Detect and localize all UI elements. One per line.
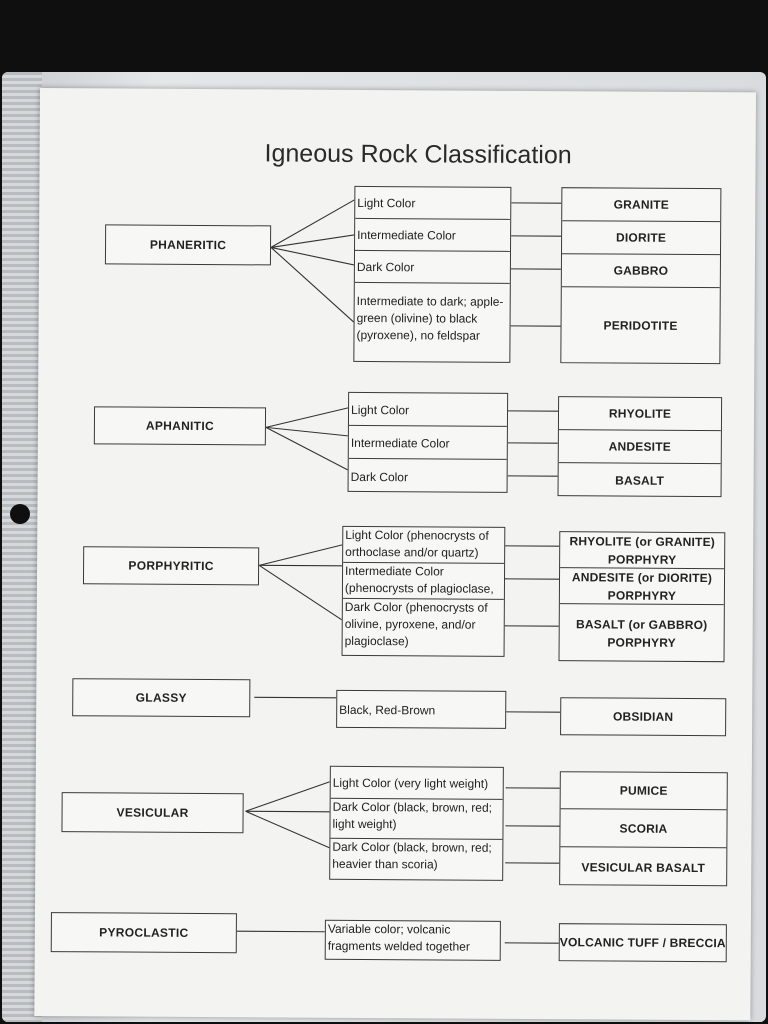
texture-aphanitic: APHANITIC (93, 406, 267, 446)
page-title: Igneous Rock Classification (264, 139, 572, 170)
worksheet-page: Igneous Rock Classification (34, 88, 756, 1021)
texture-pyroclastic: PYROCLASTIC (50, 912, 237, 954)
description-cell: Dark Color (354, 250, 511, 284)
description-cell: Light Color (355, 186, 511, 220)
rock-name-cell: SCORIA (560, 809, 727, 849)
description-pyroclastic: Variable color; volcanic fragments welde… (324, 919, 501, 961)
rock-obsidian: OBSIDIAN (560, 697, 727, 737)
rock-name-cell: BASALT (615, 473, 665, 488)
rock-name-cell: ANDESITE (558, 430, 721, 465)
description-glassy: Black, Red-Brown (336, 689, 507, 729)
rock-name-cell: GABBRO (561, 254, 720, 289)
rock-stack-phaneritic: GRANITE DIORITE GABBRO PERIDOTITE (560, 187, 722, 365)
texture-label: VESICULAR (116, 805, 189, 820)
description-stack-porphyritic: Light Color (phenocrysts of orthoclase a… (341, 525, 506, 657)
description-cell: Light Color (very light weight) (330, 766, 503, 800)
description-cell: Black, Red-Brown (339, 702, 436, 717)
texture-label: PORPHYRITIC (128, 558, 214, 574)
texture-label: PHANERITIC (149, 237, 227, 253)
rock-name-cell: DIORITE (561, 221, 721, 256)
rock-stack-aphanitic: RHYOLITE ANDESITE BASALT (557, 396, 723, 498)
description-cell: Intermediate Color (phenocrysts of plagi… (342, 562, 505, 600)
binder-hole-bottom (10, 504, 30, 524)
description-cell: Intermediate Color (348, 425, 507, 460)
description-cell: Dark Color (black, brown, red; heavier t… (332, 839, 492, 872)
description-cell: Light Color (phenocrysts of orthoclase a… (343, 526, 505, 564)
texture-porphyritic: PORPHYRITIC (82, 546, 260, 586)
description-cell: Intermediate to dark; apple-green (olivi… (356, 293, 504, 343)
rock-stack-vesicular: PUMICE SCORIA VESICULAR BASALT (559, 771, 728, 887)
rock-name-cell: ANDESITE (or DIORITE) PORPHYRY (559, 568, 725, 606)
description-stack-phaneritic: Light Color Intermediate Color Dark Colo… (353, 185, 512, 363)
rock-name-cell: RHYOLITE (558, 397, 722, 432)
rock-name-cell: BASALT (or GABBRO) PORPHYRY (576, 617, 708, 650)
rock-name-cell: RHYOLITE (or GRANITE) PORPHYRY (560, 532, 725, 570)
rock-volcanic-tuff: VOLCANIC TUFF / BRECCIA (558, 923, 727, 963)
texture-vesicular: VESICULAR (61, 792, 244, 834)
description-cell: Dark Color (black, brown, red; light wei… (330, 798, 503, 840)
description-cell: Intermediate Color (355, 218, 511, 252)
description-cell: Variable color; volcanic fragments welde… (327, 921, 470, 954)
rock-name-cell: VOLCANIC TUFF / BRECCIA (559, 935, 726, 951)
rock-name-cell: OBSIDIAN (612, 709, 674, 724)
texture-label: APHANITIC (145, 418, 214, 434)
rock-name-cell: PERIDOTITE (603, 317, 678, 333)
rock-name-cell: PUMICE (560, 772, 727, 811)
description-stack-aphanitic: Light Color Intermediate Color Dark Colo… (347, 391, 509, 493)
texture-glassy: GLASSY (72, 678, 251, 718)
texture-phaneritic: PHANERITIC (104, 224, 272, 266)
description-cell: Light Color (348, 392, 508, 427)
texture-label: GLASSY (135, 690, 187, 705)
rock-name-cell: GRANITE (562, 188, 721, 223)
texture-label: PYROCLASTIC (99, 925, 189, 940)
description-stack-vesicular: Light Color (very light weight) Dark Col… (329, 765, 504, 881)
description-cell: Dark Color (350, 469, 409, 484)
rock-stack-porphyritic: RHYOLITE (or GRANITE) PORPHYRY ANDESITE … (558, 531, 726, 663)
rock-name-cell: VESICULAR BASALT (581, 859, 706, 875)
description-cell: Dark Color (phenocrysts of olivine, pyro… (344, 599, 488, 649)
